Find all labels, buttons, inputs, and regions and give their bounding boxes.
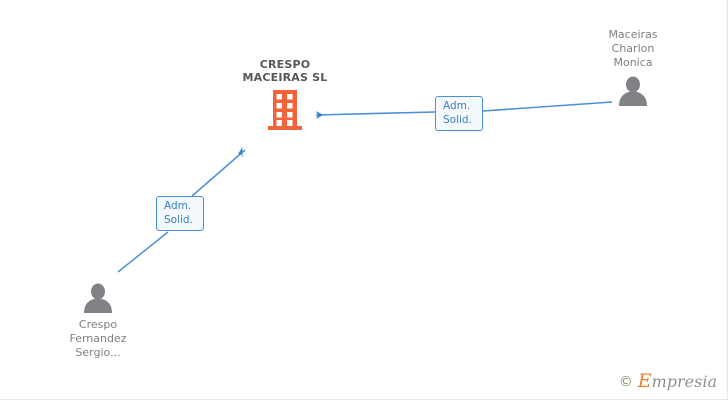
brand-rest: mpresia [651,372,717,391]
empresia-watermark: © Empresia [619,372,717,391]
relation-label-adm-solid-right[interactable]: Adm. Solid. [435,96,483,131]
company-node[interactable]: CRESPO MACEIRAS SL [205,58,365,134]
person-node-maceiras-charlon-monica[interactable]: Maceiras Charlon Monica [563,28,703,106]
building-icon [268,90,302,130]
person-name-label: Crespo Fernandez Sergio... [69,318,127,359]
edge-right-segment-inner [315,111,436,119]
copyright-icon: © [618,373,633,390]
company-name-label: CRESPO MACEIRAS SL [242,58,328,84]
edge-right-segment-outer [482,101,613,112]
brand-initial: E [637,370,652,392]
brand-logo-text: Empresia [638,372,717,391]
person-icon [84,283,112,313]
person-icon [619,76,647,106]
person-node-crespo-fernandez-sergio[interactable]: Crespo Fernandez Sergio... [28,283,168,360]
person-name-label: Maceiras Charlon Monica [608,28,658,69]
edge-left-segment-inner [191,146,246,197]
edge-left-segment-outer [117,231,169,273]
relation-label-adm-solid-left[interactable]: Adm. Solid. [156,196,204,231]
